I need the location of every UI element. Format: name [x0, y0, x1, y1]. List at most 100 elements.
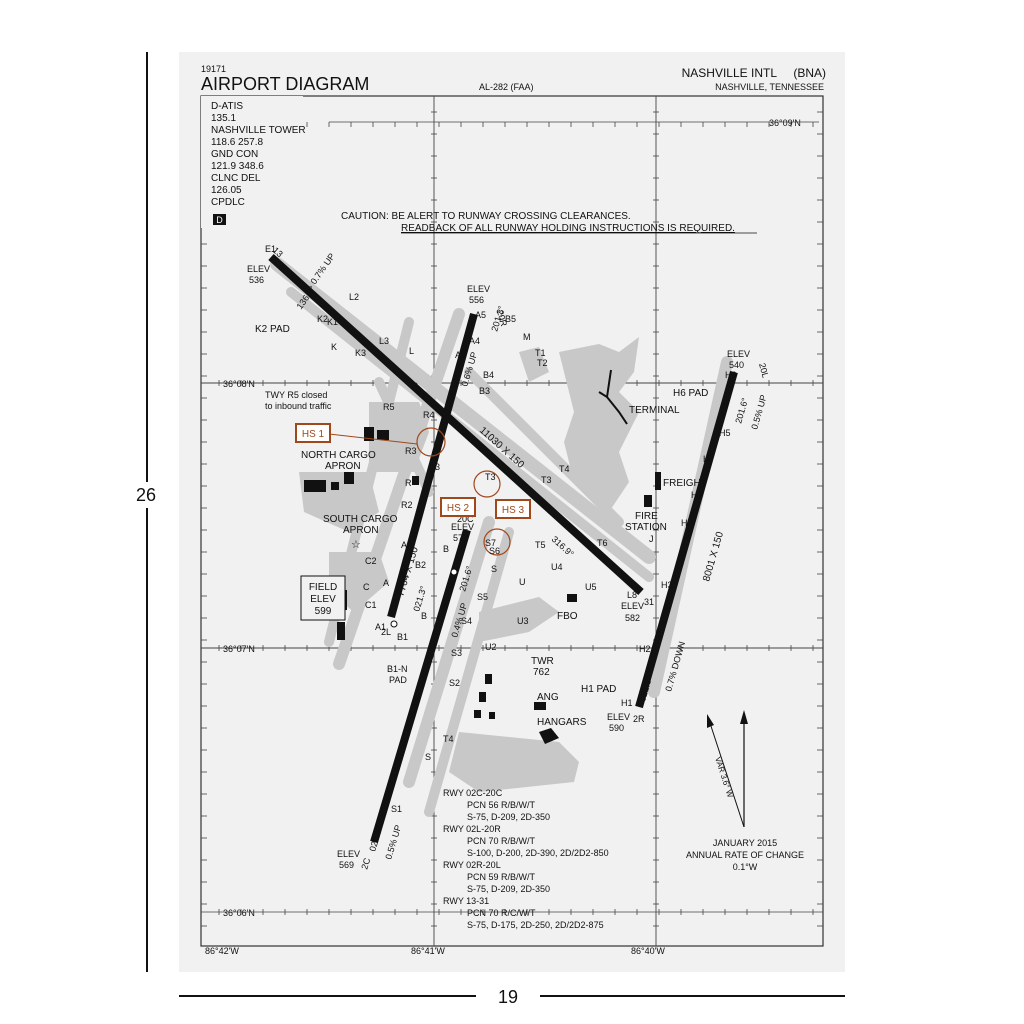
rwy-2C-elev-value: 569 [339, 860, 354, 870]
rwy-13-slope: 0.7% UP [308, 251, 337, 286]
twy-t3: T3 [485, 472, 496, 482]
rwy-2R-end-label: 2R [633, 714, 645, 724]
rwy-2C-elev: ELEV [337, 849, 360, 859]
freq-line: NASHVILLE TOWER [211, 125, 306, 136]
twy-u2: U2 [485, 642, 497, 652]
twy-h2: H2 [639, 644, 651, 654]
lon-3-label: 86°40'W [631, 946, 665, 956]
apron-areas [299, 337, 639, 792]
twy-h1: H1 [621, 698, 633, 708]
h6-pad-label: H6 PAD [673, 388, 708, 399]
rwy-2R-elev-value: 590 [609, 723, 624, 733]
twy-a3: A3 [429, 462, 440, 472]
twy-c: C [363, 582, 370, 592]
rwy-data-designation: RWY 02C-20C [443, 788, 503, 798]
lat-top-label: 36°09'N [769, 118, 801, 128]
airport-name: NASHVILLE INTL [682, 66, 778, 80]
terminal-building [559, 337, 639, 512]
twy-h4: H4 [691, 490, 703, 500]
rwy-31-heading: 316.9° [550, 534, 576, 559]
airport-code: (BNA) [793, 66, 826, 80]
twy-e1: E1 [265, 244, 276, 254]
twy-s7: S7 [485, 538, 496, 548]
twy-note-2: to inbound traffic [265, 401, 332, 411]
tower-label: TWR [531, 656, 554, 667]
south-cargo-label-1: SOUTH CARGO [323, 514, 398, 525]
hotspot-2-label: HS 2 [447, 503, 470, 514]
terminal-concourse [598, 369, 628, 425]
twy-s3: S3 [451, 648, 462, 658]
variation-rate-label: ANNUAL RATE OF CHANGE [686, 850, 804, 860]
rwy-31-end-label: 31 [644, 597, 654, 607]
magnetic-variation: VAR 3.6° W JANUARY 2015 ANNUAL RATE OF C… [686, 710, 804, 872]
freq-line: 118.6 257.8 [211, 137, 264, 148]
star-icon: ☆ [351, 539, 361, 551]
twy-b1: B1 [397, 632, 408, 642]
twy-t5: T5 [535, 540, 546, 550]
rwy-31-elev-value: 582 [625, 613, 640, 623]
chart-number: 19171 [201, 64, 226, 74]
twy-l8: L8 [627, 590, 637, 600]
field-elev-label-1: FIELD [309, 582, 337, 593]
terminal-label: TERMINAL [629, 405, 680, 416]
rwy-2C-slope: 0.5% UP [383, 824, 403, 861]
rwy-2R-elev: ELEV [607, 712, 630, 722]
twy-a5: A5 [475, 310, 486, 320]
rwy-data-pcn: PCN 59 R/B/W/T [467, 872, 536, 882]
runway-02L-20R [387, 312, 478, 619]
twy-s6: S6 [489, 546, 500, 556]
lat-2-label: 36°07'N [223, 644, 255, 654]
rwy-20L-elev-value: 540 [729, 360, 744, 370]
twy-h: H [703, 454, 710, 464]
rwy-20L-elev: ELEV [727, 349, 750, 359]
rwy-data-designation: RWY 13-31 [443, 896, 489, 906]
twy-u3: U3 [517, 616, 529, 626]
rwy-20L-heading: 201.6° [733, 396, 750, 424]
twy-l2: L2 [349, 292, 359, 302]
twy-s: S [491, 564, 497, 574]
twy-h6: H6 [725, 370, 737, 380]
twy-a1: A1 [375, 622, 386, 632]
runway-marker [450, 568, 458, 576]
twy-t4: T4 [559, 464, 570, 474]
twy-r3: R3 [405, 446, 417, 456]
twy-u5: U5 [585, 582, 597, 592]
twy-note-1: TWY R5 closed [265, 390, 327, 400]
rwy-2C-heading: 021.6° [367, 824, 384, 852]
taxiway-labels: K1 K2 K K3 L2 L3 L E1 A A5 A4 A3 A2 A1 A… [265, 244, 737, 814]
freq-line: GND CON [211, 149, 258, 160]
twy-u: U [519, 577, 526, 587]
rwy-data-designation: RWY 02R-20L [443, 860, 501, 870]
twy-r4: R4 [423, 410, 435, 420]
runway-13-31 [268, 254, 644, 595]
freq-line: CLNC DEL [211, 173, 261, 184]
twy-s1: S1 [391, 804, 402, 814]
datalink-badge [213, 214, 226, 225]
variation-label: VAR 3.6° W [713, 756, 735, 799]
freq-line: 126.05 [211, 185, 242, 196]
variation-rate: 0.1°W [733, 862, 758, 872]
freq-line: D-ATIS [211, 101, 243, 112]
hotspot-1-label: HS 1 [302, 429, 325, 440]
tower-elev: 762 [533, 667, 550, 678]
twy-t4-south: T4 [443, 734, 454, 744]
datalink-badge-letter: D [216, 215, 223, 225]
twy-t6: T6 [597, 538, 608, 548]
rwy-data-weights: S-100, D-200, 2D-390, 2D/2D2-850 [467, 848, 609, 858]
b1n-pad-label-2: PAD [389, 675, 407, 685]
field-elev-box [300, 575, 346, 621]
rwy-20L-end-label: 20L [757, 362, 771, 379]
hotspot-3-label: HS 3 [502, 505, 525, 516]
rwy-data-weights: S-75, D-175, 2D-250, 2D/2D2-875 [467, 920, 604, 930]
twy-j: J [649, 534, 654, 544]
fire-station-label-2: STATION [625, 522, 667, 533]
north-cargo-label-1: NORTH CARGO [301, 450, 376, 461]
rwy-31-elev: ELEV [621, 601, 644, 611]
rwy-20C-elev-value: 572 [453, 533, 468, 543]
twy-s5: S5 [477, 592, 488, 602]
rwy-20L-slope: 0.5% UP [749, 394, 768, 431]
hangars-label: HANGARS [537, 717, 587, 728]
width-dimension-label: 19 [498, 987, 518, 1007]
twy-s2: S2 [449, 678, 460, 688]
